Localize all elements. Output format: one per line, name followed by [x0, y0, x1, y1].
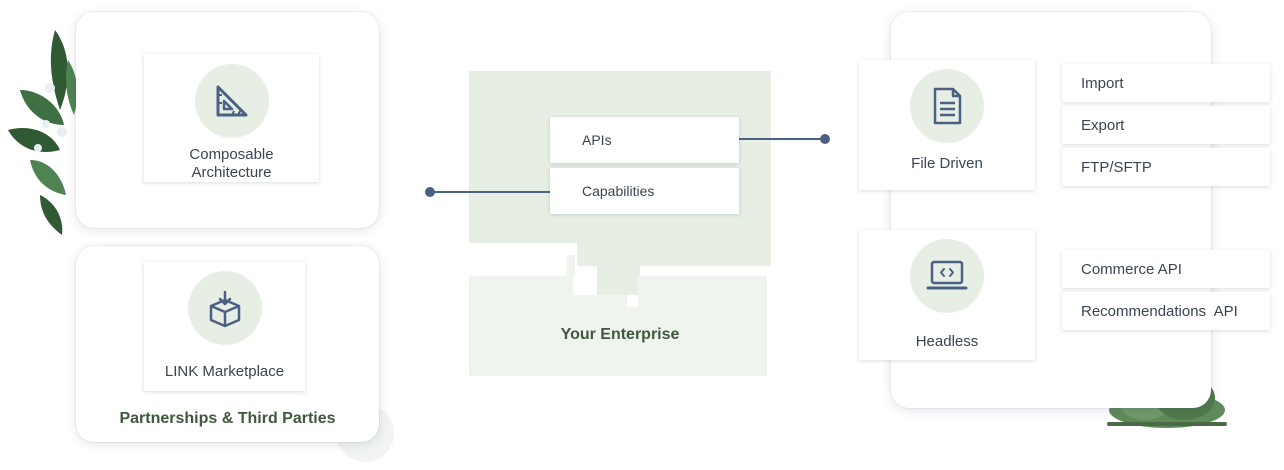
ftp-sftp-label: FTP/SFTP: [1081, 158, 1152, 176]
commerce-api-label: Commerce API: [1081, 260, 1182, 278]
ftp-sftp-box[interactable]: FTP/SFTP: [1062, 148, 1270, 186]
enterprise-label: Your Enterprise: [560, 326, 680, 343]
foliage-left-decoration: [8, 30, 78, 235]
file-driven-card[interactable]: File Driven: [859, 60, 1035, 190]
file-driven-icon-circle: [910, 69, 984, 143]
recommendations-api-box[interactable]: Recommendations API: [1062, 292, 1270, 330]
export-box[interactable]: Export: [1062, 106, 1270, 144]
box-download-icon: [209, 290, 240, 328]
apis-box[interactable]: APIs: [550, 117, 739, 163]
import-label: Import: [1081, 74, 1124, 92]
document-icon: [933, 87, 962, 125]
composable-label-line2: Architecture: [191, 164, 272, 181]
headless-icon-circle: [910, 239, 984, 313]
link-marketplace-card[interactable]: LINK Marketplace: [144, 262, 305, 391]
laptop-code-icon: [926, 260, 968, 290]
commerce-api-box[interactable]: Commerce API: [1062, 250, 1270, 288]
headless-card[interactable]: Headless: [859, 230, 1035, 360]
apis-label: APIs: [582, 132, 612, 148]
capabilities-box[interactable]: Capabilities: [550, 168, 739, 214]
recommendations-api-label: Recommendations API: [1081, 302, 1238, 320]
headless-label: Headless: [915, 333, 979, 350]
capabilities-label: Capabilities: [582, 183, 655, 199]
composable-architecture-card[interactable]: Composable Architecture: [144, 54, 319, 182]
partnerships-title: Partnerships & Third Parties: [119, 410, 336, 427]
link-marketplace-label: LINK Marketplace: [164, 363, 285, 380]
composable-label-line1: Composable: [189, 146, 274, 163]
export-label: Export: [1081, 116, 1125, 134]
right-connector-dot: [820, 134, 830, 144]
import-box[interactable]: Import: [1062, 64, 1270, 102]
set-square-ruler-icon: [216, 85, 247, 117]
composable-icon-circle: [194, 64, 269, 138]
file-driven-label: File Driven: [911, 155, 983, 172]
right-connector-line: [739, 138, 825, 140]
link-icon-circle: [187, 271, 262, 345]
left-connector-line: [430, 191, 550, 193]
